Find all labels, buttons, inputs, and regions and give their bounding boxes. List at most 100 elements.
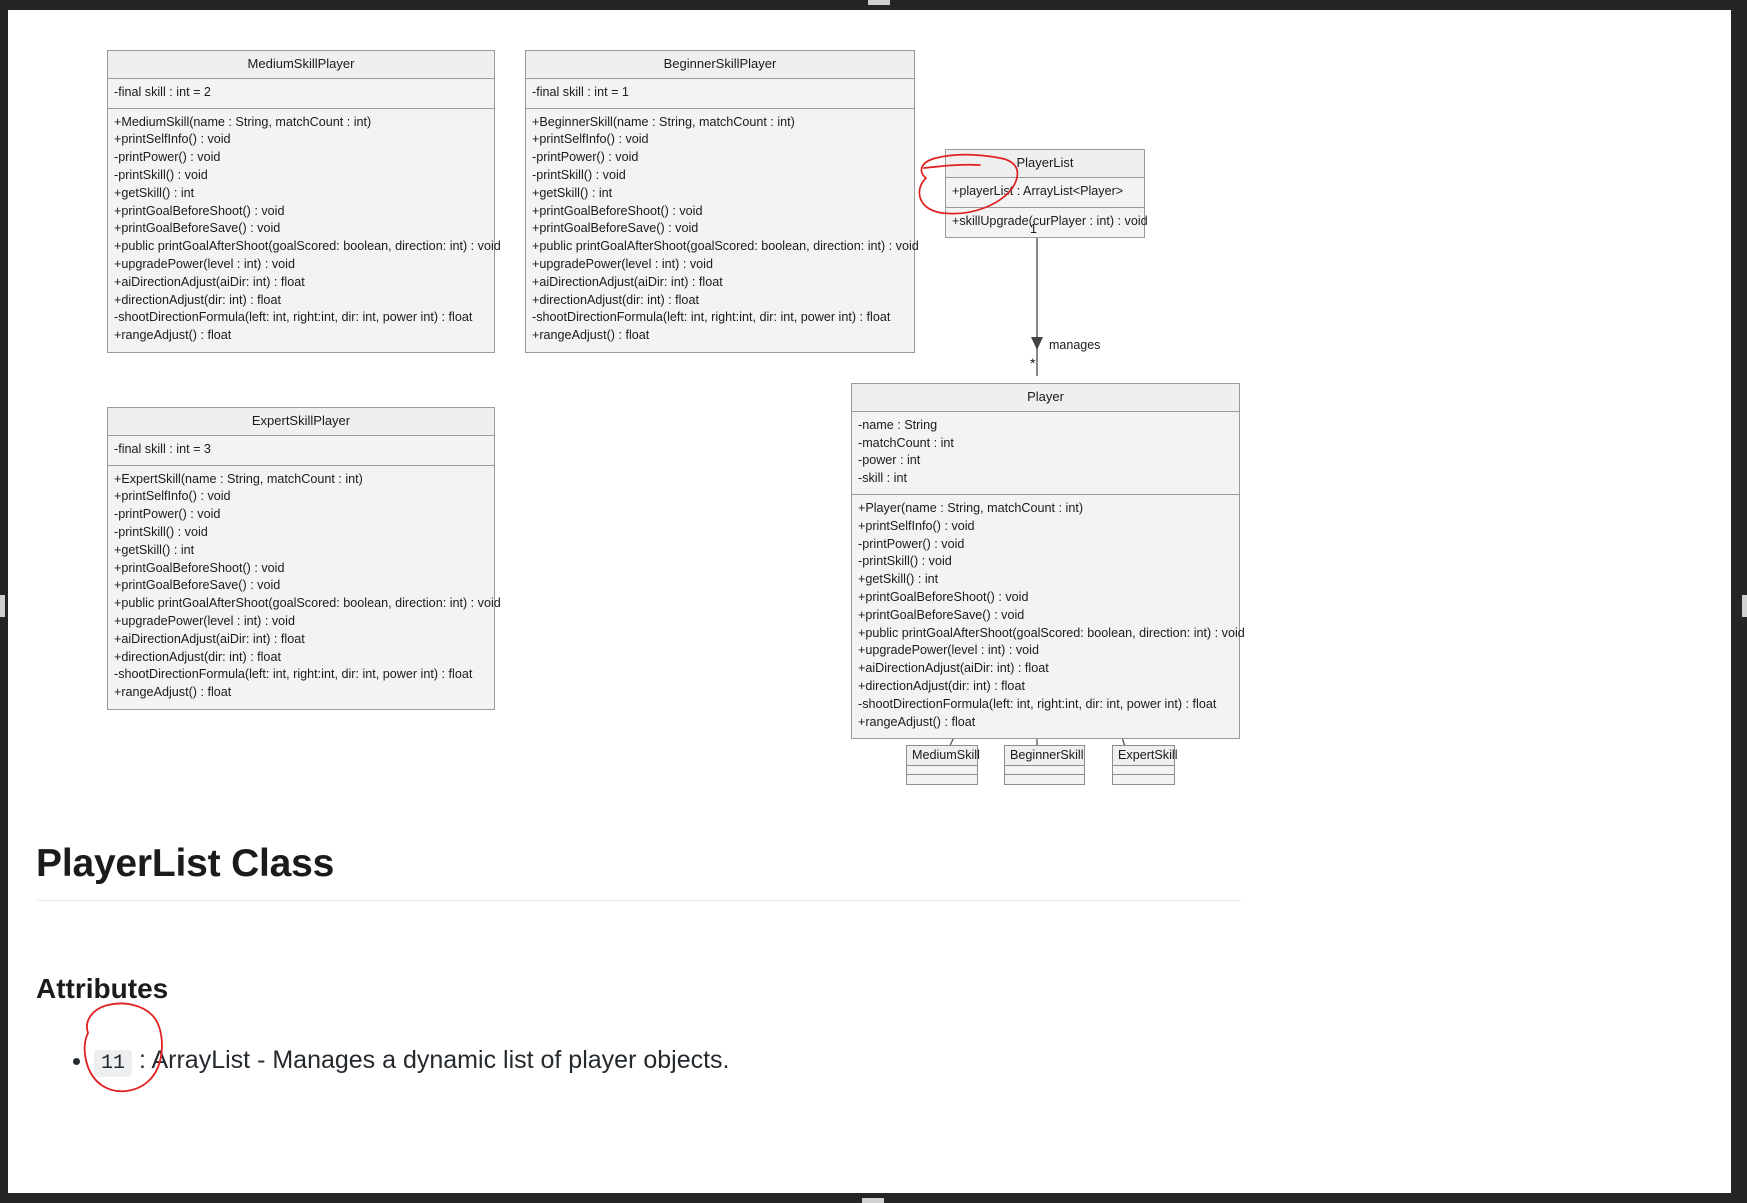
uml-operation: +aiDirectionAdjust(aiDir: int) : float [114, 274, 305, 289]
uml-operation: +aiDirectionAdjust(aiDir: int) : float [532, 274, 723, 289]
list-item: 11 : ArrayList - Manages a dynamic list … [94, 1043, 1241, 1081]
uml-attributes-compartment: -final skill : int = 2 [108, 78, 494, 109]
uml-operation: +public printGoalAfterShoot(goalScored: … [532, 239, 919, 254]
uml-operation: -printPower() : void [114, 507, 221, 522]
uml-attributes-compartment [907, 766, 977, 775]
uml-operations-compartment: +ExpertSkill(name : String, matchCount :… [108, 465, 501, 709]
document-body: PlayerList Class Attributes 11 : ArrayLi… [36, 830, 1241, 1081]
page-title: PlayerList Class [36, 830, 1241, 901]
scrollbar-nub-top[interactable] [868, 0, 890, 5]
association-multiplicity-source: 1 [1030, 222, 1037, 236]
uml-class-title: BeginnerSkill [1005, 746, 1084, 766]
uml-operation: +printSelfInfo() : void [858, 518, 975, 533]
uml-attribute: +playerList : ArrayList<Player> [952, 183, 1124, 198]
section-heading: Attributes [36, 973, 169, 1004]
uml-operations-compartment: +Player(name : String, matchCount : int)… [852, 494, 1245, 739]
uml-operation: +public printGoalAfterShoot(goalScored: … [858, 625, 1245, 640]
uml-operation: +printGoalBeforeSave() : void [114, 221, 281, 236]
uml-attributes-compartment [1113, 766, 1174, 775]
uml-operation: +rangeAdjust() : float [858, 714, 976, 729]
uml-class-playerlist[interactable]: PlayerList +playerList : ArrayList<Playe… [945, 149, 1148, 239]
uml-operation: +printSelfInfo() : void [114, 132, 231, 147]
inline-code-attribute-name: 11 [94, 1050, 133, 1077]
uml-attribute: -power : int [858, 453, 921, 468]
uml-class-title: MediumSkill [907, 746, 980, 766]
uml-attribute: -matchCount : int [858, 435, 954, 450]
uml-attributes-compartment: -final skill : int = 3 [108, 435, 494, 466]
uml-class-mediumskillplayer[interactable]: MediumSkillPlayer -final skill : int = 2… [107, 50, 501, 353]
uml-class-beginnerskillplayer[interactable]: BeginnerSkillPlayer -final skill : int =… [525, 50, 919, 353]
uml-class-mediumskill[interactable]: MediumSkill [906, 745, 980, 785]
uml-operation: +upgradePower(level : int) : void [858, 643, 1039, 658]
uml-operation: +printSelfInfo() : void [532, 132, 649, 147]
scrollbar-nub-right[interactable] [1742, 595, 1747, 617]
uml-operation: +BeginnerSkill(name : String, matchCount… [532, 114, 795, 129]
uml-operations-compartment: +BeginnerSkill(name : String, matchCount… [526, 108, 919, 352]
uml-operation: -printPower() : void [114, 150, 221, 165]
uml-operations-compartment: +MediumSkill(name : String, matchCount :… [108, 108, 501, 352]
uml-class-expertskill[interactable]: ExpertSkill [1112, 745, 1178, 785]
uml-operation: +printGoalBeforeSave() : void [114, 578, 281, 593]
scrollbar-nub-bottom[interactable] [862, 1198, 884, 1203]
uml-operation: -printSkill() : void [114, 167, 208, 182]
uml-operation: -printSkill() : void [532, 167, 626, 182]
uml-class-title: Player [852, 384, 1239, 412]
uml-class-title: ExpertSkillPlayer [108, 408, 494, 436]
uml-attributes-compartment: -name : String -matchCount : int -power … [852, 411, 1239, 495]
uml-operation: +directionAdjust(dir: int) : float [858, 678, 1025, 693]
uml-attribute: -final skill : int = 2 [114, 84, 211, 99]
uml-attributes-compartment: -final skill : int = 1 [526, 78, 914, 109]
uml-class-expertskillplayer[interactable]: ExpertSkillPlayer -final skill : int = 3… [107, 407, 501, 710]
uml-attribute: -skill : int [858, 471, 907, 486]
uml-class-title: PlayerList [946, 150, 1144, 178]
uml-operation: +getSkill() : int [114, 542, 195, 557]
uml-class-player[interactable]: Player -name : String -matchCount : int … [851, 383, 1245, 740]
uml-operation: -shootDirectionFormula(left: int, right:… [114, 310, 473, 325]
attributes-list: 11 : ArrayList - Manages a dynamic list … [36, 1005, 1241, 1081]
uml-operation: -shootDirectionFormula(left: int, right:… [114, 667, 473, 682]
uml-operation: +getSkill() : int [858, 572, 939, 587]
scrollbar-nub-left[interactable] [0, 595, 5, 617]
uml-operation: +MediumSkill(name : String, matchCount :… [114, 114, 372, 129]
uml-operation: +printSelfInfo() : void [114, 489, 231, 504]
uml-attributes-compartment: +playerList : ArrayList<Player> [946, 177, 1144, 208]
uml-operation: +rangeAdjust() : float [114, 685, 232, 700]
uml-class-beginnerskill[interactable]: BeginnerSkill [1004, 745, 1085, 785]
association-label: manages [1049, 338, 1101, 352]
uml-operations-compartment [907, 775, 977, 784]
uml-operation: +rangeAdjust() : float [114, 328, 232, 343]
uml-attribute: -name : String [858, 417, 938, 432]
uml-operation: -shootDirectionFormula(left: int, right:… [532, 310, 891, 325]
uml-class-title: MediumSkillPlayer [108, 51, 494, 79]
uml-operation: +aiDirectionAdjust(aiDir: int) : float [114, 631, 305, 646]
uml-operation: +upgradePower(level : int) : void [114, 256, 295, 271]
uml-operation: +Player(name : String, matchCount : int) [858, 500, 1084, 515]
uml-operation: +upgradePower(level : int) : void [532, 256, 713, 271]
uml-operation: -shootDirectionFormula(left: int, right:… [858, 696, 1217, 711]
uml-operation: +public printGoalAfterShoot(goalScored: … [114, 596, 501, 611]
uml-operation: +skillUpgrade(curPlayer : int) : void [952, 213, 1148, 228]
uml-operation: +public printGoalAfterShoot(goalScored: … [114, 239, 501, 254]
uml-operation: +aiDirectionAdjust(aiDir: int) : float [858, 661, 1049, 676]
uml-operation: +printGoalBeforeSave() : void [532, 221, 699, 236]
uml-operations-compartment [1005, 775, 1084, 784]
uml-operation: +upgradePower(level : int) : void [114, 613, 295, 628]
uml-operation: +getSkill() : int [114, 185, 195, 200]
uml-operation: +printGoalBeforeShoot() : void [532, 203, 703, 218]
association-multiplicity-target: * [1030, 355, 1036, 371]
uml-operation: +ExpertSkill(name : String, matchCount :… [114, 471, 363, 486]
uml-operation: +directionAdjust(dir: int) : float [532, 292, 699, 307]
uml-operation: +printGoalBeforeShoot() : void [114, 560, 285, 575]
list-item-separator: : [132, 1046, 152, 1074]
uml-operation: +printGoalBeforeShoot() : void [858, 589, 1029, 604]
list-item-text: ArrayList - Manages a dynamic list of pl… [151, 1046, 730, 1074]
uml-operation: -printPower() : void [532, 150, 639, 165]
uml-operation: -printPower() : void [858, 536, 965, 551]
uml-class-title: ExpertSkill [1113, 746, 1178, 766]
uml-operation: +getSkill() : int [532, 185, 613, 200]
uml-operation: +printGoalBeforeSave() : void [858, 607, 1025, 622]
uml-operation: -printSkill() : void [858, 554, 952, 569]
uml-operation: +printGoalBeforeShoot() : void [114, 203, 285, 218]
uml-operations-compartment: +skillUpgrade(curPlayer : int) : void [946, 207, 1148, 238]
